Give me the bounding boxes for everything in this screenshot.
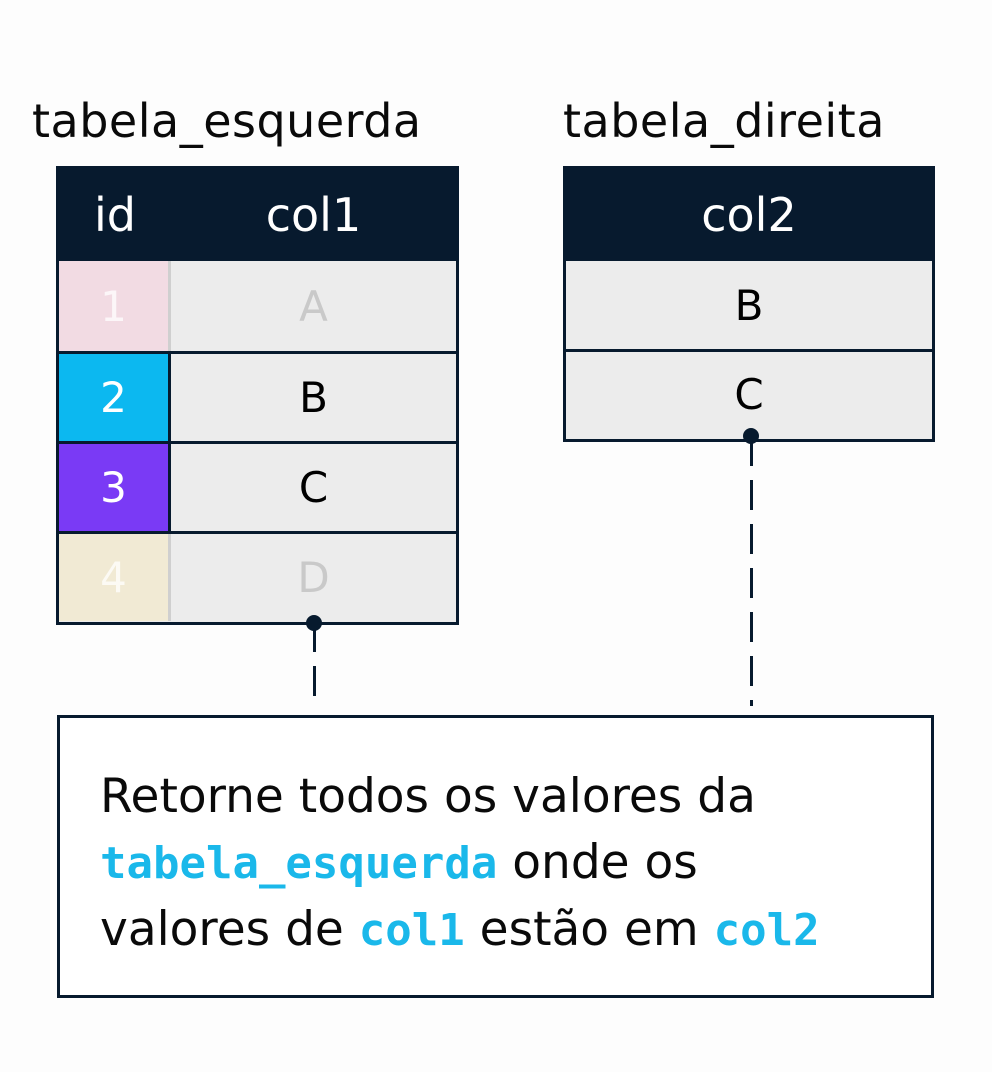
text-segment: onde os (497, 835, 698, 890)
connector-line-left (313, 622, 316, 710)
code-col1: col1 (358, 905, 465, 956)
table-row: C (566, 349, 932, 437)
right-table-header: col2 (566, 169, 932, 261)
col1-cell: A (299, 281, 328, 331)
explanation-line-1: Retorne todos os valores da (100, 769, 756, 824)
table-row: 1 A (59, 261, 456, 351)
col1-cell: C (298, 463, 329, 512)
header-col2: col2 (701, 188, 797, 242)
col1-cell: D (297, 553, 330, 602)
explanation-line-2: tabela_esquerda onde os (100, 830, 820, 897)
id-cell: 2 (59, 354, 171, 441)
header-col1: col1 (265, 188, 362, 242)
left-table: id col1 1 A 2 B 3 C 4 D (56, 166, 459, 625)
code-tabela-esquerda: tabela_esquerda (100, 838, 498, 889)
left-table-title: tabela_esquerda (32, 94, 422, 148)
explanation-box: Retorne todos os valores da tabela_esque… (57, 715, 934, 998)
explanation-text: Retorne todos os valores da tabela_esque… (100, 764, 820, 964)
explanation-line-3: valores de col1 estão em col2 (100, 897, 820, 964)
id-cell: 1 (59, 261, 171, 351)
col1-cell: B (299, 373, 328, 422)
table-row: 2 B (59, 351, 456, 441)
right-table: col2 B C (563, 166, 935, 442)
code-col2: col2 (713, 905, 820, 956)
table-row: 4 D (59, 531, 456, 621)
header-id: id (94, 188, 136, 242)
right-table-title: tabela_direita (563, 94, 885, 148)
table-row: B (734, 280, 764, 330)
id-cell: 4 (59, 534, 171, 621)
text-segment: estão em (464, 902, 714, 957)
text-segment: valores de (100, 902, 359, 957)
connector-line-right (750, 436, 753, 706)
table-row: 3 C (59, 441, 456, 531)
left-table-header: id col1 (59, 169, 456, 261)
id-cell: 3 (59, 444, 171, 531)
